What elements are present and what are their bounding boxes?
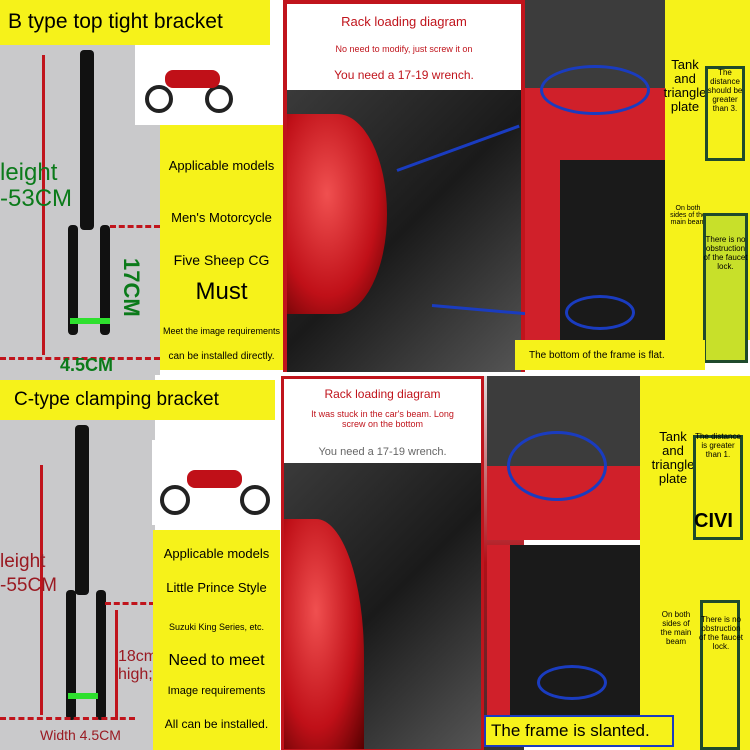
b-diagram-title: Rack loading diagram <box>341 14 467 29</box>
b-tank-label: Tank and triangle plate <box>663 57 707 114</box>
b-faucet-note: There is no obstruction of the faucet lo… <box>703 235 748 271</box>
c-diagram-note: It was stuck in the car's beam. Long scr… <box>311 409 454 429</box>
c-type-title: C-type clamping bracket <box>0 380 275 420</box>
c-fork-height: 18cm high; <box>118 648 158 683</box>
b-height-label: leight -53CM <box>0 160 72 212</box>
c-tank-photo <box>487 376 640 540</box>
c-model-line: Image requirements <box>167 685 266 697</box>
b-height-line1: leight <box>0 159 58 186</box>
b-motorcycle-photo <box>135 45 245 125</box>
b-beam-note: On both sides of the main beam <box>670 205 706 226</box>
c-model-line: Applicable models <box>163 546 270 561</box>
b-width: 4.5CM <box>60 355 114 375</box>
b-beam-photo <box>525 160 665 340</box>
b-fork-photo <box>0 0 160 375</box>
c-model-line: Suzuki King Series, etc. <box>168 622 265 632</box>
c-model-line: Need to meet <box>168 652 265 669</box>
b-model-line: Five Sheep CG <box>173 252 270 268</box>
c-rack-diagram: Rack loading diagram It was stuck in the… <box>281 376 484 750</box>
b-model-line: Meet the image requirements <box>162 326 281 336</box>
b-tank-photo <box>525 0 665 160</box>
c-diagram-wrench: You need a 17-19 wrench. <box>318 446 447 458</box>
c-height-line1: leight <box>0 551 46 572</box>
c-distance-note: The distance is greater than 1. <box>695 432 741 459</box>
c-height-line2: -55CM <box>0 575 58 596</box>
c-motorcycle-photo <box>152 440 282 525</box>
b-diagram-wrench: You need a 17-19 wrench. <box>334 68 474 82</box>
b-model-line: Men's Motorcycle <box>171 210 272 225</box>
b-model-line: can be installed directly. <box>168 351 275 362</box>
c-tank-label: Tank and triangle plate <box>651 429 695 486</box>
b-height-line2: -53CM <box>0 185 73 212</box>
b-models-panel: Applicable models Men's Motorcycle Five … <box>160 125 283 370</box>
c-model-line: All can be installed. <box>164 717 269 731</box>
c-fork-photo <box>0 375 155 750</box>
b-distance-note: The distance should be greater than 3. <box>707 68 743 113</box>
c-model-line: Little Prince Style <box>166 580 267 595</box>
c-beam-photo <box>487 545 640 745</box>
c-civ-logo: CIVI <box>694 510 733 532</box>
c-diagram-title: Rack loading diagram <box>324 387 441 401</box>
b-fork-height: 17CM <box>119 258 144 317</box>
b-rack-diagram: Rack loading diagram No need to modify, … <box>283 0 527 372</box>
b-model-line: Must <box>195 278 248 305</box>
b-frame-note: The bottom of the frame is flat. <box>515 340 705 370</box>
b-model-line: Applicable models <box>168 158 275 173</box>
b-diagram-note: No need to modify, just screw it on <box>335 44 473 54</box>
c-beam-note: On both sides of the main beam <box>660 610 692 646</box>
c-models-panel: Applicable models Little Prince Style Su… <box>153 530 280 750</box>
c-faucet-note: There is no obstruction of the faucet lo… <box>698 615 744 651</box>
b-type-title: B type top tight bracket <box>0 0 270 45</box>
c-frame-note: The frame is slanted. <box>484 715 674 747</box>
c-width: Width 4.5CM <box>40 727 121 743</box>
c-height-label: leight -55CM <box>0 550 57 598</box>
